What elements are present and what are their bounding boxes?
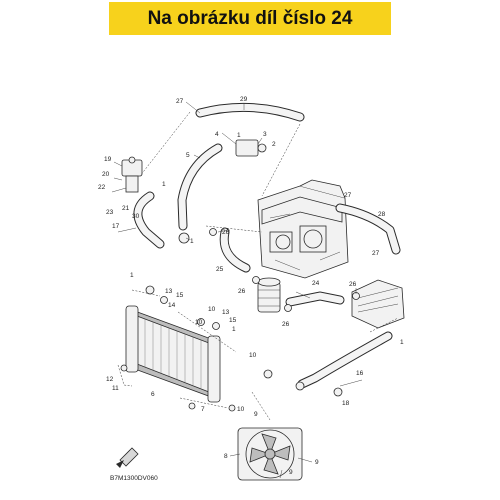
callout-9: 9 [315, 459, 319, 466]
callout-1: 1 [237, 132, 241, 139]
thermostat-housing [235, 139, 267, 157]
callout-5: 5 [186, 152, 190, 159]
callout-1: 1 [232, 326, 236, 333]
callout-21: 21 [122, 205, 130, 212]
callout-19: 19 [104, 156, 112, 163]
callout-1: 1 [130, 272, 134, 279]
cooling-fan [237, 427, 303, 481]
diagram-code: B7M1300DV060 [110, 475, 158, 482]
callout-30: 30 [132, 213, 140, 220]
callout-13: 13 [165, 288, 173, 295]
callout-15: 15 [229, 317, 237, 324]
callout-10: 10 [237, 406, 245, 413]
callout-1: 1 [190, 238, 194, 245]
callout-8: 8 [224, 453, 228, 460]
callout-numbers: 27 29 4 1 3 2 5 19 1 20 22 21 23 27 28 3… [98, 96, 404, 476]
callout-9: 9 [289, 469, 293, 476]
callout-10: 10 [249, 352, 257, 359]
callout-27: 27 [372, 250, 380, 257]
callout-6: 6 [151, 391, 155, 398]
callout-13: 13 [222, 309, 230, 316]
front-arrow-icon [116, 447, 139, 468]
callout-4: 4 [215, 131, 219, 138]
callout-11: 11 [112, 385, 119, 392]
radiator [125, 305, 221, 403]
callout-26: 26 [238, 288, 246, 295]
callout-7: 7 [201, 406, 205, 413]
intake-duct [351, 279, 405, 329]
callout-10: 10 [208, 306, 216, 313]
callout-2: 2 [272, 141, 276, 148]
callout-10: 10 [195, 319, 203, 326]
callout-26: 26 [222, 229, 230, 236]
callout-17: 17 [112, 223, 120, 230]
callout-24: 24 [312, 280, 320, 287]
callout-26: 26 [349, 281, 357, 288]
title-banner: Na obrázku díl číslo 24 [109, 2, 391, 35]
leader-lines [111, 101, 363, 479]
callout-20: 20 [102, 171, 110, 178]
callout-15: 15 [176, 292, 184, 299]
callout-1: 1 [400, 339, 404, 346]
hose-clamps [120, 228, 360, 412]
engine-block [257, 179, 349, 279]
callout-16: 16 [356, 370, 364, 377]
callout-22: 22 [98, 184, 106, 191]
coolant-hoses [133, 102, 401, 389]
callout-12: 12 [106, 376, 114, 383]
callout-3: 3 [263, 131, 267, 138]
callout-18: 18 [342, 400, 350, 407]
callout-25: 25 [216, 266, 224, 273]
callout-26: 26 [282, 321, 290, 328]
callout-29: 29 [240, 96, 248, 103]
radiator-fins [144, 319, 202, 388]
callout-23: 23 [106, 209, 114, 216]
callout-1: 1 [162, 181, 166, 188]
callout-27: 27 [344, 192, 352, 199]
oil-filter-housing [257, 277, 281, 313]
callout-27: 27 [176, 98, 184, 105]
callout-14: 14 [168, 302, 176, 309]
filler-neck [121, 156, 143, 193]
callout-28: 28 [378, 211, 386, 218]
callout-9: 9 [254, 411, 258, 418]
reference-lines [117, 111, 399, 421]
title-text: Na obrázku díl číslo 24 [147, 7, 353, 29]
